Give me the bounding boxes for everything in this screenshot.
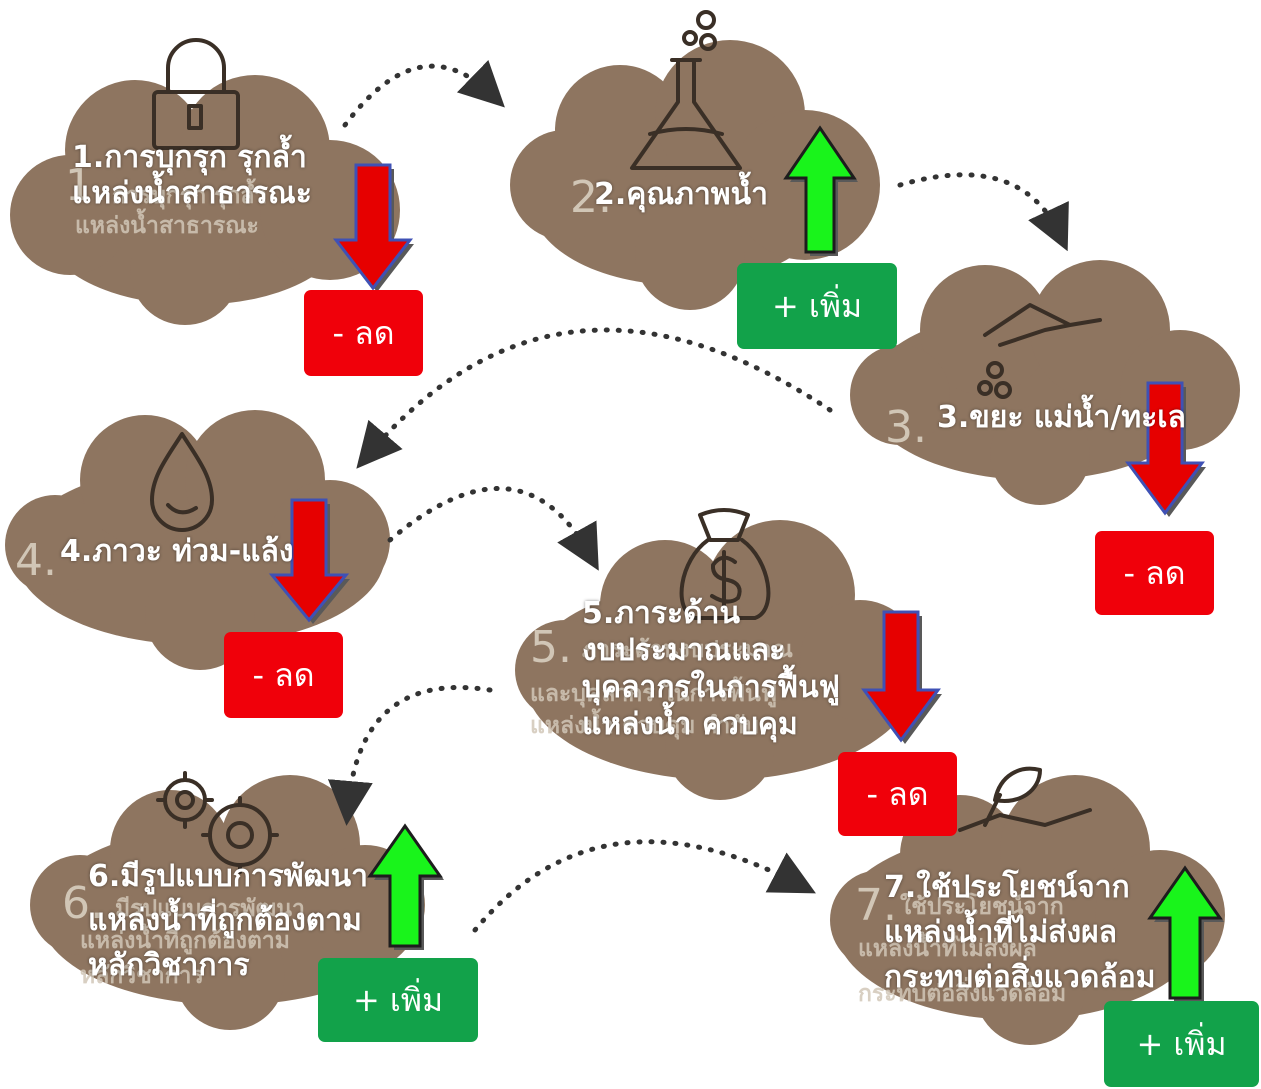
step-6-label: 6.มีรูปแบบการพัฒนา แหล่งน้ำที่ถูกต้องตาม… (88, 855, 368, 988)
flow-connectors (327, 60, 1069, 933)
step-1-label: 1.การบุกรุก รุกล้ำ แหล่งน้ำสาธารณะ (72, 140, 312, 212)
ghost-text-step-7-line-1: ใช้ประโยชน์จาก (900, 894, 1064, 920)
step-6-label-line-2: แหล่งน้ำที่ถูกต้องตาม (88, 903, 362, 939)
increase-badge-step-2: + เพิ่ม (737, 263, 897, 349)
status-arrows (268, 125, 1224, 1002)
connector-3-4 (356, 327, 833, 469)
water-drop-icon (150, 432, 214, 532)
step-1-label-line-1: 1.การบุกรุก รุกล้ำ (72, 140, 307, 175)
step-6-label-line-3: หลักวิชาการ (88, 947, 250, 983)
step-5-label-line-2: งบประมาณและ (582, 632, 786, 668)
step-7-label-line-1: 7.ใช้ประโยชน์จาก (884, 870, 1130, 905)
step-2-label-line-1: 2.คุณภาพน้ำ (594, 177, 768, 212)
connector-2-3 (897, 172, 1069, 252)
decrease-badge-step-5: - ลด (838, 752, 957, 836)
padlock-icon (152, 38, 240, 150)
ghost-number-step-4: 4. (15, 535, 57, 586)
icons (150, 10, 1102, 874)
ghost-number-step-6: 6. (62, 878, 104, 929)
connector-4-5 (387, 486, 599, 571)
cloud-step-7 (830, 775, 1225, 1045)
ghost-number-step-5: 5. (530, 622, 572, 673)
ghost-text-step-7-line-3: กระทบต่อสิ่งแวดล้อม (858, 981, 1067, 1007)
ghost-text-step-6-line-2: แหล่งน้ำที่ถูกต้องตาม (80, 928, 290, 954)
connector-6-7 (472, 839, 816, 933)
decrease-badge-step-1: - ลด (304, 290, 423, 376)
ghost-number-step-2: 2. (570, 172, 612, 223)
ghost-number-step-7: 7. (855, 880, 897, 931)
connector-5-6 (327, 684, 493, 826)
ghost-text-step-7-line-2: แหล่งน้ำที่ไม่ส่งผล (858, 936, 1037, 962)
step-7-label-line-2: แหล่งน้ำที่ไม่ส่งผล (884, 915, 1118, 950)
increase-badge-step-6: + เพิ่ม (318, 958, 478, 1042)
ghost-number-step-3: 3. (885, 402, 927, 453)
clouds (5, 40, 1240, 1045)
money-bag-icon (679, 508, 771, 620)
increase-badge-step-7: + เพิ่ม (1104, 1001, 1259, 1087)
step-1-label-line-2: แหล่งน้ำสาธารณะ (72, 176, 312, 211)
step-4-label-line-1: 4.ภาวะ ท่วม-แล้ง (60, 534, 294, 569)
connector-1-2 (342, 60, 505, 128)
step-7-label-line-3: กระทบต่อสิ่งแวดล้อม (884, 960, 1156, 995)
ghost-text-step-5-line-2: และบุคลากร ในการฟื้นฟู (530, 681, 777, 707)
ghost-text-step-5-line-3: แหล่งน้ำ ควบคุม กำกับ (530, 713, 759, 739)
hand-dropping-icon (977, 303, 1102, 399)
gears-icon (156, 771, 279, 874)
step-7-label: 7.ใช้ประโยชน์จาก แหล่งน้ำที่ไม่ส่งผล กระ… (884, 865, 1156, 1000)
cloud-step-1 (10, 75, 400, 325)
step-3-label: 3.ขยะ แม่น้ำ/ทะเล (937, 400, 1186, 436)
ghost-text-step-6-line-3: หลักวิชาการ (80, 963, 204, 989)
step-5-label: 5.ภาระด้าน งบประมาณและ บุคลากรในการฟื้นฟ… (582, 596, 840, 744)
flask-icon (630, 10, 742, 170)
step-5-label-line-1: 5.ภาระด้าน (582, 596, 740, 631)
step-5-label-line-4: แหล่งน้ำ ควบคุม (582, 706, 798, 742)
ghost-number-step-1: 1. (65, 160, 107, 211)
step-6-label-line-1: 6.มีรูปแบบการพัฒนา (88, 859, 368, 894)
decrease-badge-step-4: - ลด (224, 632, 343, 718)
ghost-text-step-5-line-1: ภาระด้านงบประมาณ (582, 637, 793, 663)
step-4-label: 4.ภาวะ ท่วม-แล้ง (60, 534, 294, 570)
step-2-label: 2.คุณภาพน้ำ (594, 177, 768, 213)
hand-leaf-icon (958, 766, 1092, 832)
ghost-text-step-1-line-1: การบุกรุก รุกล้ำ (112, 183, 268, 209)
ghost-text-step-6-line-1: มีรูปแบบการพัฒนา (115, 896, 305, 922)
ghost-text-step-1-line-2: แหล่งน้ำสาธารณะ (75, 213, 259, 239)
step-3-label-line-1: 3.ขยะ แม่น้ำ/ทะเล (937, 400, 1186, 435)
step-5-label-line-3: บุคลากรในการฟื้นฟู (582, 669, 840, 705)
decrease-badge-step-3: - ลด (1095, 531, 1214, 615)
